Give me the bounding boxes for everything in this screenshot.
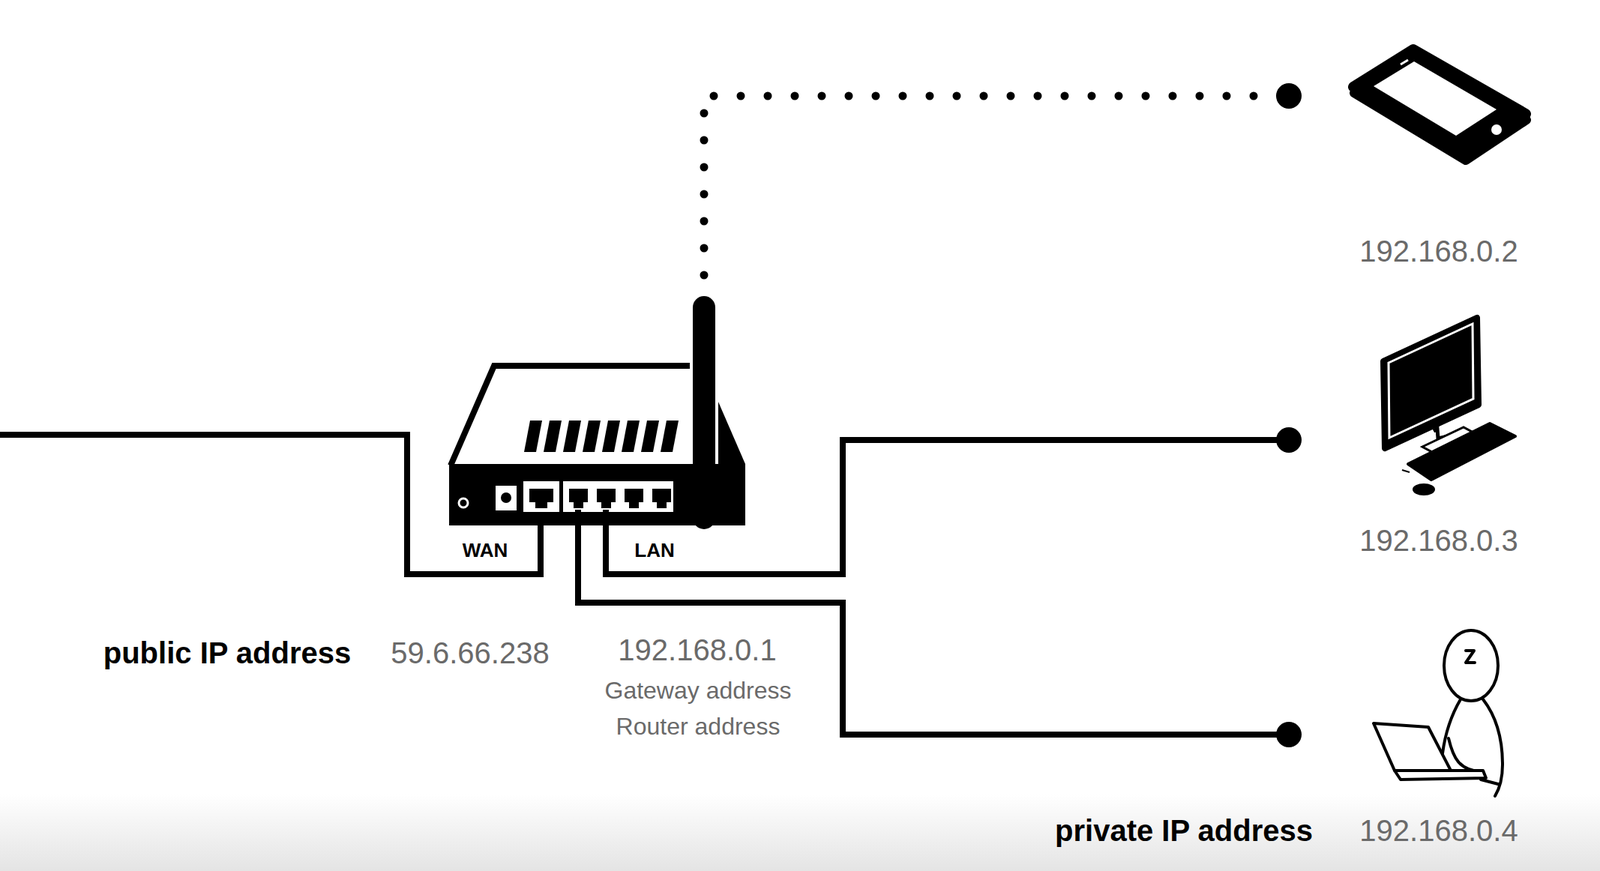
ip-address: 192.168.0.2	[1359, 232, 1518, 270]
ethernet-cable	[578, 509, 1302, 748]
wireless-link	[704, 83, 1302, 297]
ip-address: 192.168.0.4	[1359, 811, 1518, 850]
ip-address: 59.6.66.238	[390, 634, 549, 672]
phone-node: 192.168.0.2	[1288, 44, 1589, 233]
endpoint-dot	[1276, 427, 1302, 453]
endpoint-dot	[1276, 83, 1302, 109]
connector-line	[704, 95, 1289, 297]
port-label: LAN	[634, 539, 675, 562]
caption-label: Gateway address	[604, 675, 792, 706]
heading-label: public IP address	[103, 634, 352, 672]
ethernet-cable	[605, 427, 1302, 575]
desktop-node: 192.168.0.3	[1288, 307, 1589, 559]
port-label: WAN	[462, 539, 509, 562]
router-node: WANLAN	[446, 296, 750, 510]
floor-shade	[0, 794, 1600, 871]
connector-line	[578, 509, 1289, 735]
desktop-icon	[1383, 317, 1516, 496]
connector-line	[605, 440, 1289, 575]
phone-icon	[1353, 49, 1527, 161]
ip-address: 192.168.0.3	[1359, 521, 1518, 560]
endpoint-dot	[1276, 722, 1302, 748]
heading-label: private IP address	[1054, 811, 1313, 850]
router-symbol	[449, 296, 746, 530]
caption-label: Router address	[616, 711, 781, 742]
person-laptop-icon	[1373, 630, 1503, 797]
wan-wire	[0, 434, 541, 575]
ip-address: 192.168.0.1	[617, 631, 777, 669]
laptop-node: 192.168.0.4	[1288, 629, 1589, 851]
